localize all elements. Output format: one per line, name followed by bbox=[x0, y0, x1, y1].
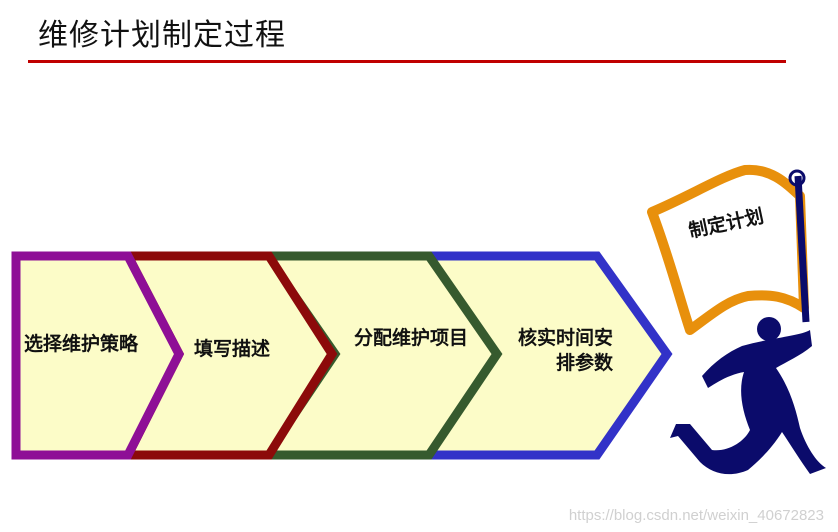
process-step-2-label: 填写描述 bbox=[194, 336, 270, 362]
figure-body bbox=[670, 330, 826, 474]
flag-shape bbox=[652, 170, 804, 330]
process-step-4-label-line-2: 排参数 bbox=[556, 350, 613, 376]
figure-head bbox=[757, 317, 781, 341]
process-step-4-label-line-1: 核实时间安 bbox=[518, 325, 613, 351]
process-step-1-label: 选择维护策略 bbox=[24, 331, 138, 357]
watermark: https://blog.csdn.net/weixin_40672823 bbox=[569, 507, 824, 524]
process-step-3-label: 分配维护项目 bbox=[354, 325, 468, 351]
